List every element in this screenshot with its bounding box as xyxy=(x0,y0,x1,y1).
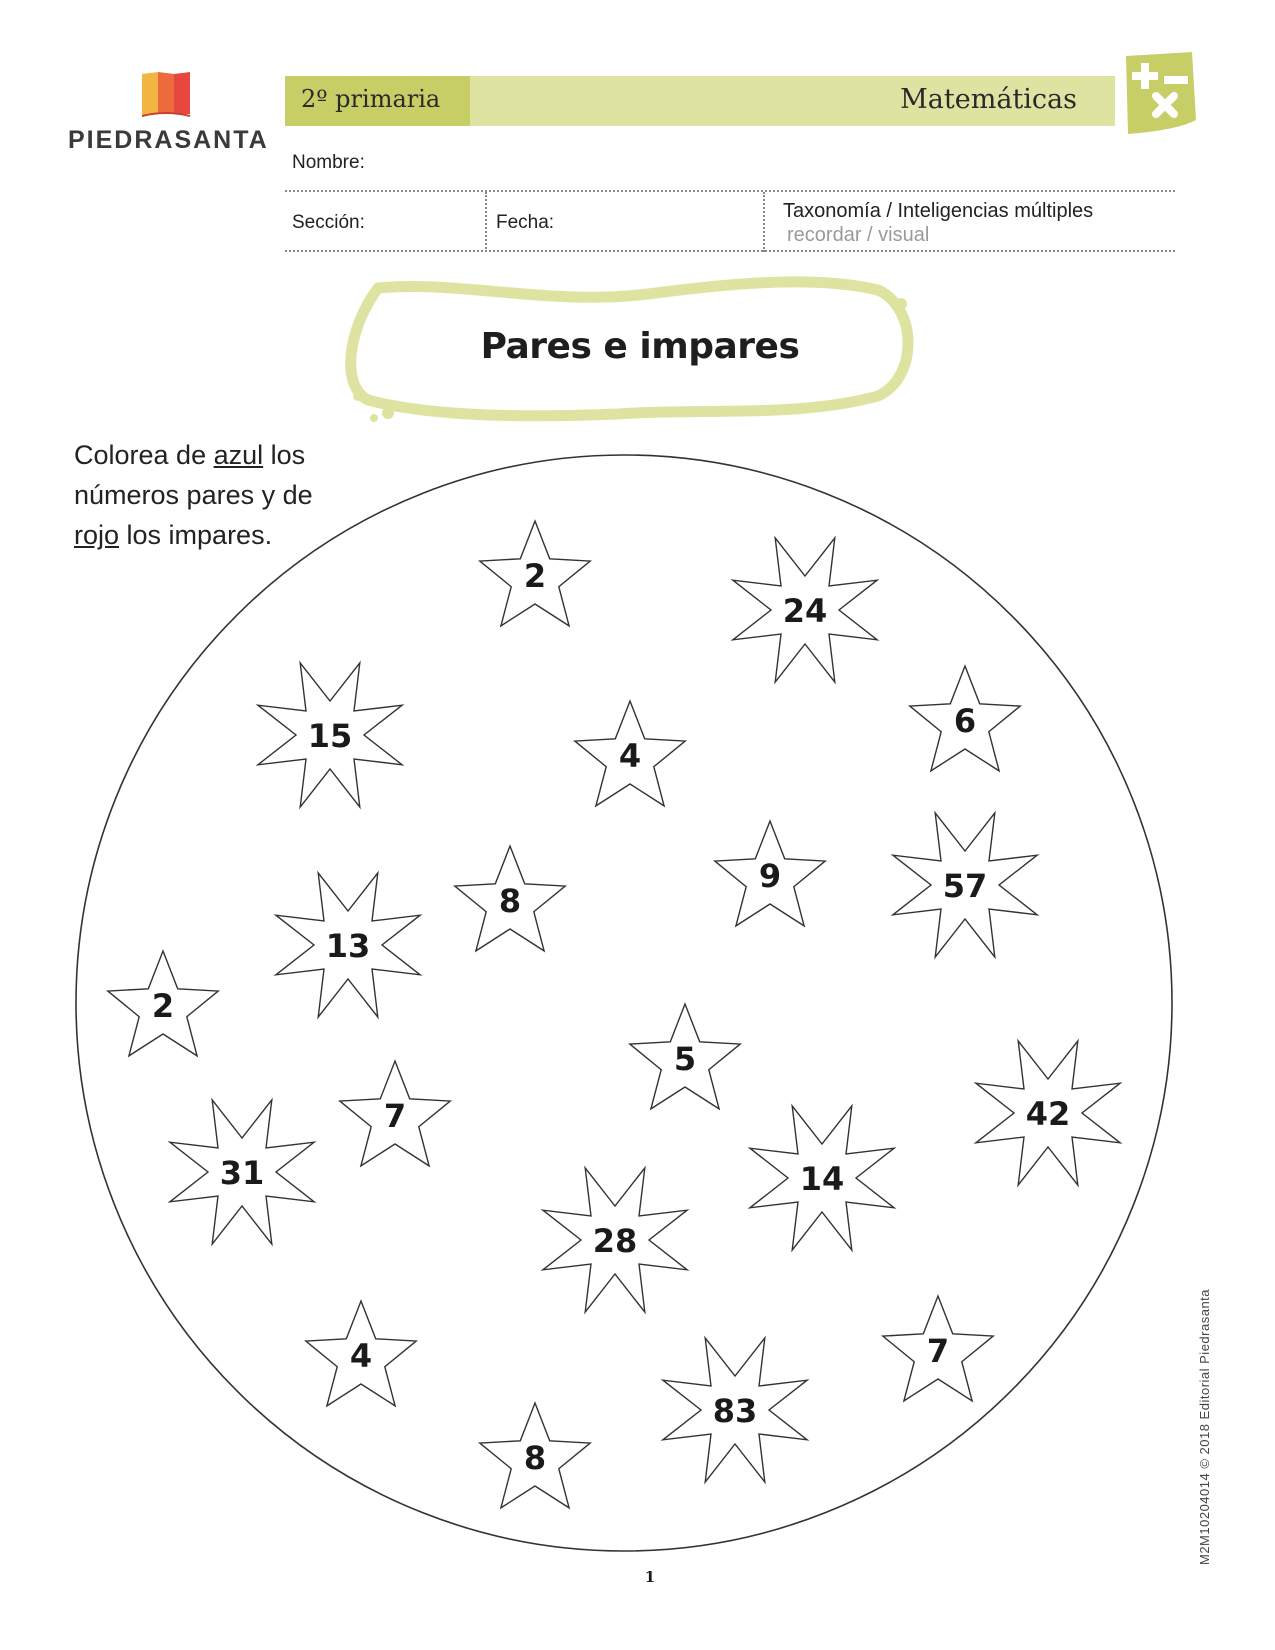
star-item[interactable]: 5 xyxy=(627,1002,743,1111)
star-item[interactable]: 8 xyxy=(477,1401,593,1510)
eight-point-star-shape[interactable] xyxy=(660,1335,810,1485)
star-number: 14 xyxy=(800,1160,845,1198)
blue-word: azul xyxy=(213,440,264,470)
page-title: Pares e impares xyxy=(480,326,800,367)
star-item[interactable]: 2 xyxy=(477,519,593,628)
five-point-star-shape[interactable] xyxy=(452,844,568,953)
date-field-label: Fecha: xyxy=(496,212,555,233)
five-point-star-shape[interactable] xyxy=(477,1401,593,1510)
star-number: 28 xyxy=(593,1222,638,1260)
eight-point-star-shape[interactable] xyxy=(167,1097,317,1247)
star-item[interactable]: 7 xyxy=(337,1059,453,1168)
header-bar: 2º primaria Matemáticas xyxy=(285,76,1115,126)
red-word: rojo xyxy=(74,520,120,550)
star-number: 7 xyxy=(384,1097,406,1135)
star-number: 9 xyxy=(759,857,781,895)
instruction-part: Colorea de xyxy=(74,440,214,470)
star-number: 57 xyxy=(943,867,988,905)
star-number: 83 xyxy=(713,1392,758,1430)
section-field-label: Sección: xyxy=(292,212,365,233)
star-number: 8 xyxy=(524,1439,546,1477)
star-item[interactable]: 6 xyxy=(907,664,1023,773)
star-item[interactable]: 2 xyxy=(105,949,221,1058)
star-item[interactable]: 24 xyxy=(730,535,880,685)
star-item[interactable]: 57 xyxy=(890,810,1040,960)
star-number: 42 xyxy=(1026,1095,1071,1133)
star-item[interactable]: 9 xyxy=(712,819,828,928)
grade-box: 2º primaria xyxy=(285,76,470,126)
divider xyxy=(285,190,1175,192)
star-item[interactable]: 14 xyxy=(747,1103,897,1253)
title-brush-frame xyxy=(345,276,914,422)
star-number: 4 xyxy=(619,737,641,775)
eight-point-star-shape[interactable] xyxy=(540,1165,690,1315)
plus-minus-times-icon xyxy=(1126,52,1196,134)
star-number: 6 xyxy=(954,702,976,740)
divider xyxy=(485,192,487,252)
eight-point-star-shape[interactable] xyxy=(730,535,880,685)
divider xyxy=(285,250,1175,252)
star-item[interactable]: 31 xyxy=(167,1097,317,1247)
divider xyxy=(763,192,765,252)
instruction-part: los impares. xyxy=(119,520,273,550)
star-item[interactable]: 7 xyxy=(880,1294,996,1403)
eight-point-star-shape[interactable] xyxy=(747,1103,897,1253)
five-point-star-shape[interactable] xyxy=(477,519,593,628)
book-logo-icon xyxy=(141,72,191,117)
five-point-star-shape[interactable] xyxy=(572,699,688,808)
subject-label: Matemáticas xyxy=(900,84,1077,115)
star-number: 24 xyxy=(783,592,828,630)
grade-label: 2º primaria xyxy=(301,85,441,113)
big-circle xyxy=(75,454,1173,1552)
star-number: 2 xyxy=(152,987,174,1025)
star-item[interactable]: 83 xyxy=(660,1335,810,1485)
five-point-star-shape[interactable] xyxy=(712,819,828,928)
five-point-star-shape[interactable] xyxy=(627,1002,743,1111)
star-number: 7 xyxy=(927,1332,949,1370)
eight-point-star-shape[interactable] xyxy=(890,810,1040,960)
page-number: 1 xyxy=(644,1568,656,1586)
name-field-label: Nombre: xyxy=(292,152,365,173)
copyright-credit: M2M10204014 © 2018 Editorial Piedrasanta xyxy=(1197,1288,1212,1565)
star-item[interactable]: 28 xyxy=(540,1165,690,1315)
star-number: 31 xyxy=(220,1154,265,1192)
five-point-star-shape[interactable] xyxy=(337,1059,453,1168)
star-number: 8 xyxy=(499,882,521,920)
star-item[interactable]: 4 xyxy=(303,1299,419,1408)
eight-point-star-shape[interactable] xyxy=(273,870,423,1020)
star-number: 2 xyxy=(524,557,546,595)
star-number: 15 xyxy=(308,717,353,755)
star-number: 4 xyxy=(350,1337,372,1375)
star-item[interactable]: 42 xyxy=(973,1038,1123,1188)
star-item[interactable]: 8 xyxy=(452,844,568,953)
five-point-star-shape[interactable] xyxy=(105,949,221,1058)
taxonomy-label: Taxonomía / Inteligencias múltiples xyxy=(783,200,1094,222)
five-point-star-shape[interactable] xyxy=(907,664,1023,773)
taxonomy-values: recordar / visual xyxy=(787,224,930,246)
five-point-star-shape[interactable] xyxy=(303,1299,419,1408)
star-item[interactable]: 4 xyxy=(572,699,688,808)
eight-point-star-shape[interactable] xyxy=(973,1038,1123,1188)
taxonomy-block: Taxonomía / Inteligencias múltiples reco… xyxy=(783,199,1093,247)
instruction-part: los números pares y de xyxy=(74,440,313,510)
five-point-star-shape[interactable] xyxy=(880,1294,996,1403)
piedrasanta-logo: PIEDRASANTA xyxy=(68,68,268,158)
brand-name: PIEDRASANTA xyxy=(68,126,269,154)
star-item[interactable]: 13 xyxy=(273,870,423,1020)
instructions-text: Colorea de azul los números pares y de r… xyxy=(74,435,364,555)
eight-point-star-shape[interactable] xyxy=(255,660,405,810)
star-item[interactable]: 15 xyxy=(255,660,405,810)
star-number: 5 xyxy=(674,1040,696,1078)
star-number: 13 xyxy=(326,927,371,965)
